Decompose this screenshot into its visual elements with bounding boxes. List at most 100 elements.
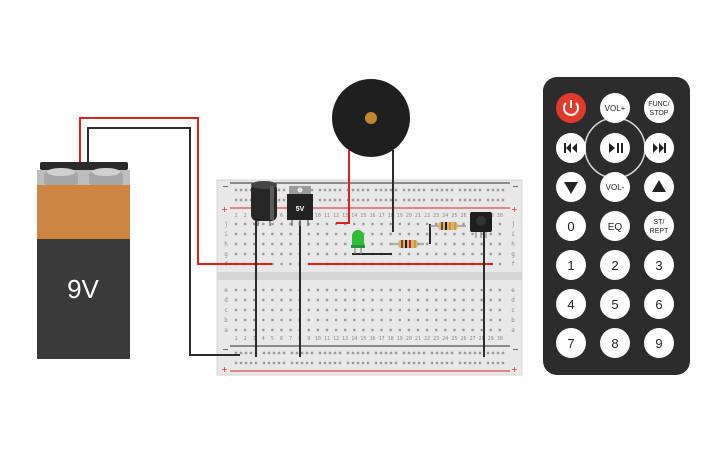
terminal-hole[interactable] [389, 232, 392, 236]
terminal-hole[interactable] [234, 328, 238, 332]
rail-hole[interactable] [501, 198, 505, 202]
rail-hole[interactable] [318, 188, 322, 192]
rail-hole[interactable] [389, 351, 393, 355]
rail-hole[interactable] [463, 351, 467, 355]
terminal-hole[interactable] [362, 288, 365, 292]
rail-hole[interactable] [333, 188, 337, 192]
terminal-hole[interactable] [407, 298, 411, 302]
rail-hole[interactable] [478, 188, 482, 192]
rail-hole[interactable] [333, 198, 337, 202]
rail-hole[interactable] [417, 188, 421, 192]
terminal-hole[interactable] [344, 318, 347, 322]
rail-hole[interactable] [351, 198, 355, 202]
rail-hole[interactable] [491, 361, 495, 365]
terminal-hole[interactable] [325, 308, 329, 312]
terminal-hole[interactable] [425, 308, 429, 312]
terminal-hole[interactable] [462, 328, 465, 332]
terminal-hole[interactable] [435, 288, 438, 292]
terminal-hole[interactable] [498, 288, 502, 292]
terminal-hole[interactable] [453, 252, 456, 256]
terminal-hole[interactable] [307, 222, 310, 226]
terminal-hole[interactable] [462, 318, 465, 322]
terminal-hole[interactable] [243, 308, 247, 312]
terminal-hole[interactable] [271, 252, 274, 256]
terminal-hole[interactable] [371, 242, 374, 246]
rail-hole[interactable] [402, 361, 406, 365]
terminal-hole[interactable] [425, 328, 429, 332]
rail-hole[interactable] [458, 361, 462, 365]
rail-hole[interactable] [374, 351, 378, 355]
rail-hole[interactable] [361, 351, 365, 355]
rail-hole[interactable] [277, 198, 281, 202]
rail-hole[interactable] [468, 198, 472, 202]
terminal-hole[interactable] [471, 328, 474, 332]
terminal-hole[interactable] [389, 298, 392, 302]
terminal-hole[interactable] [416, 318, 420, 322]
terminal-hole[interactable] [362, 222, 365, 226]
zero-button[interactable]: 0 [556, 211, 586, 241]
terminal-hole[interactable] [453, 288, 456, 292]
rail-hole[interactable] [389, 361, 393, 365]
terminal-hole[interactable] [289, 222, 292, 226]
terminal-hole[interactable] [289, 318, 292, 322]
terminal-hole[interactable] [271, 222, 274, 226]
rail-hole[interactable] [374, 361, 378, 365]
rail-hole[interactable] [440, 351, 444, 355]
terminal-hole[interactable] [262, 242, 265, 246]
rail-hole[interactable] [473, 188, 477, 192]
terminal-hole[interactable] [316, 288, 320, 292]
terminal-hole[interactable] [444, 242, 447, 246]
resistor-upper[interactable] [430, 222, 466, 230]
terminal-hole[interactable] [316, 222, 320, 226]
terminal-hole[interactable] [371, 222, 374, 226]
terminal-hole[interactable] [253, 288, 256, 292]
two-button[interactable]: 2 [600, 250, 630, 280]
terminal-hole[interactable] [489, 318, 492, 322]
terminal-hole[interactable] [325, 288, 329, 292]
rail-hole[interactable] [445, 188, 449, 192]
terminal-hole[interactable] [453, 328, 456, 332]
terminal-hole[interactable] [435, 298, 438, 302]
terminal-hole[interactable] [289, 232, 292, 236]
terminal-hole[interactable] [280, 262, 283, 266]
rail-hole[interactable] [361, 188, 365, 192]
terminal-hole[interactable] [407, 252, 411, 256]
rail-hole[interactable] [440, 198, 444, 202]
rail-hole[interactable] [346, 351, 350, 355]
five-button[interactable]: 5 [600, 289, 630, 319]
terminal-hole[interactable] [462, 252, 465, 256]
terminal-hole[interactable] [362, 308, 365, 312]
terminal-hole[interactable] [289, 262, 292, 266]
terminal-hole[interactable] [380, 288, 383, 292]
terminal-hole[interactable] [471, 242, 474, 246]
rail-hole[interactable] [430, 188, 434, 192]
rail-hole[interactable] [486, 188, 490, 192]
terminal-hole[interactable] [371, 318, 374, 322]
terminal-hole[interactable] [362, 298, 365, 302]
next-button[interactable] [644, 133, 674, 163]
terminal-hole[interactable] [480, 318, 483, 322]
terminal-hole[interactable] [271, 288, 274, 292]
terminal-hole[interactable] [280, 288, 283, 292]
terminal-hole[interactable] [444, 328, 447, 332]
rail-hole[interactable] [435, 351, 439, 355]
terminal-hole[interactable] [498, 262, 502, 266]
rail-hole[interactable] [478, 198, 482, 202]
rail-hole[interactable] [478, 351, 482, 355]
rail-hole[interactable] [450, 198, 454, 202]
rail-hole[interactable] [394, 351, 398, 355]
rail-hole[interactable] [310, 351, 314, 355]
wire-battery-negative[interactable] [87, 127, 240, 356]
rail-hole[interactable] [234, 188, 238, 192]
rail-hole[interactable] [463, 188, 467, 192]
rail-hole[interactable] [351, 351, 355, 355]
terminal-hole[interactable] [243, 252, 247, 256]
terminal-hole[interactable] [416, 308, 420, 312]
terminal-hole[interactable] [371, 298, 374, 302]
terminal-hole[interactable] [262, 328, 265, 332]
rail-hole[interactable] [244, 198, 248, 202]
rail-hole[interactable] [305, 361, 309, 365]
rail-hole[interactable] [486, 198, 490, 202]
terminal-hole[interactable] [489, 288, 492, 292]
rail-hole[interactable] [338, 198, 342, 202]
